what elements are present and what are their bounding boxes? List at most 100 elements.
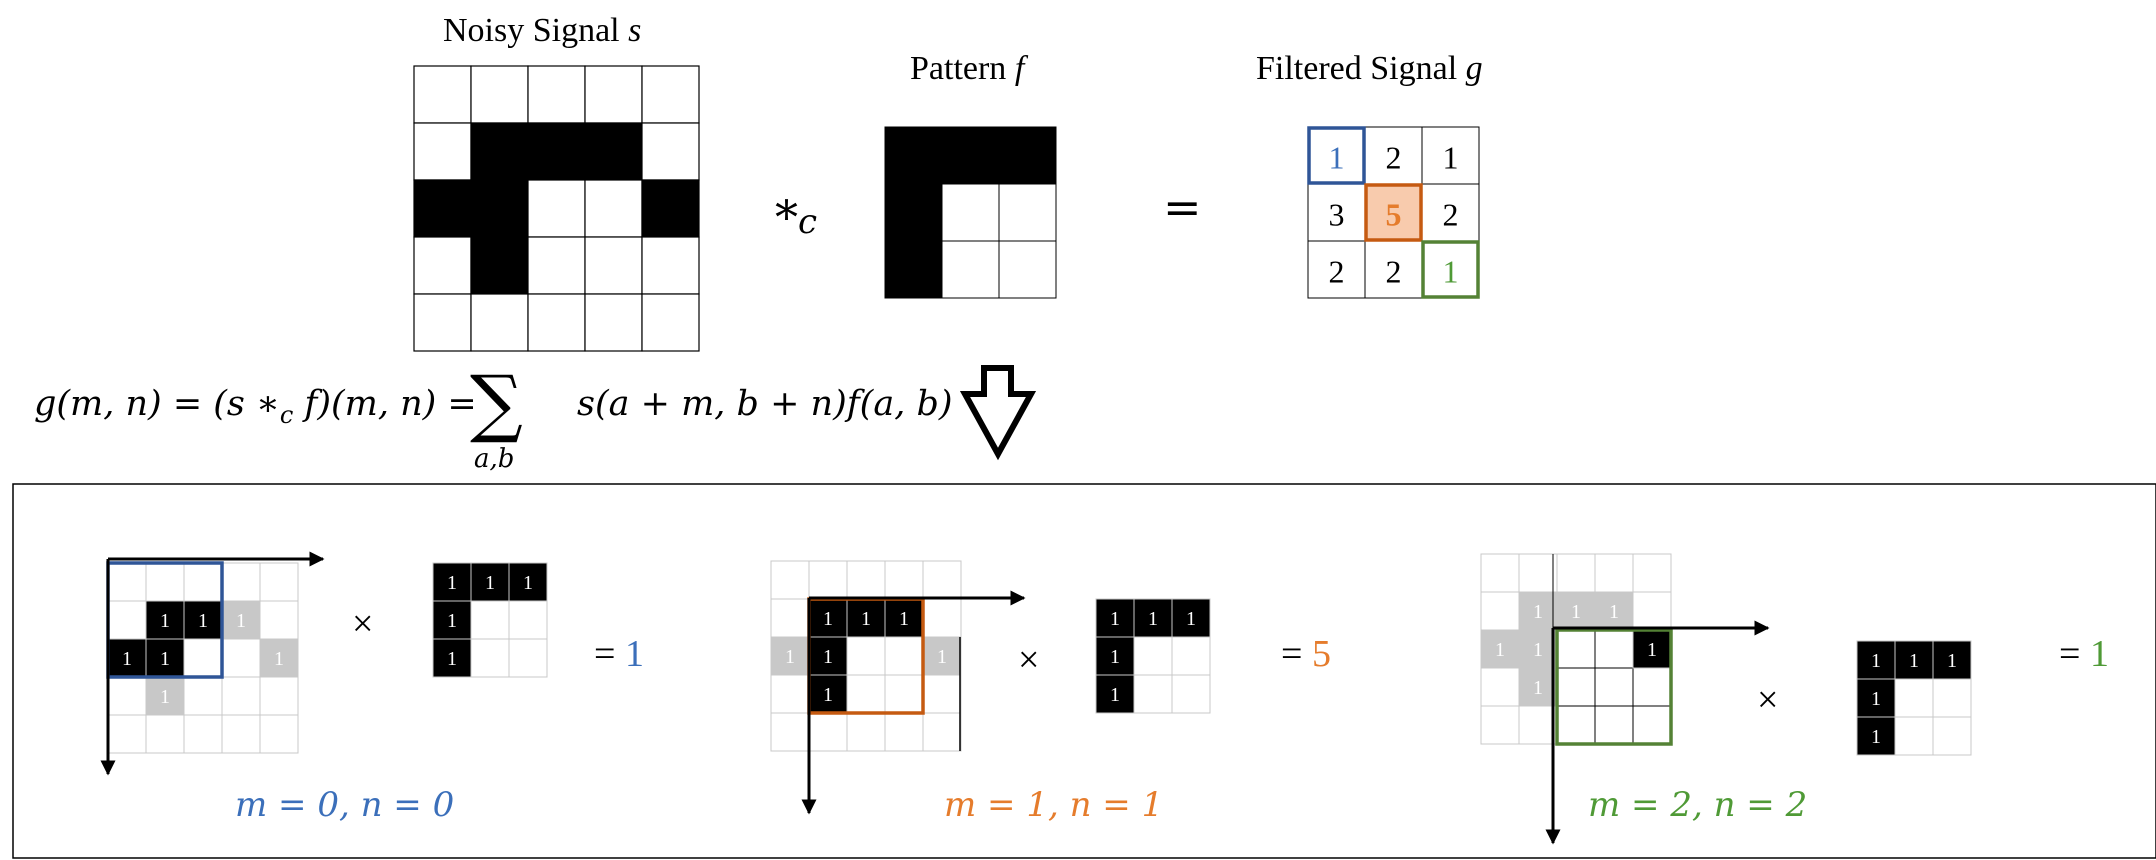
- cell-value: 1: [1148, 608, 1158, 630]
- sum-symbol: ∑: [470, 360, 523, 446]
- cell-value: 1: [274, 648, 284, 670]
- grid-cell: [259, 676, 299, 716]
- signal-cell: [221, 600, 261, 640]
- noisy-cell: [527, 236, 586, 295]
- grid-cell: [770, 712, 810, 752]
- window-cell: [1594, 629, 1634, 669]
- grid-cell: [846, 712, 886, 752]
- filtered-value: 1: [1443, 140, 1459, 176]
- noisy-signal-grid: [413, 65, 700, 352]
- pattern-cell: [1095, 598, 1135, 638]
- signal-cell: [884, 598, 924, 638]
- cell-value: 1: [1533, 639, 1543, 661]
- noisy-cell: [641, 122, 700, 181]
- grid-cell: [183, 676, 223, 716]
- convolution-operator: *c: [775, 190, 818, 244]
- noisy-cell: [641, 236, 700, 295]
- grid-cell: [1480, 591, 1520, 631]
- grid-cell: [221, 562, 261, 602]
- grid-cell: [107, 714, 147, 754]
- noisy-cell: [470, 236, 529, 295]
- cell-value: 1: [447, 572, 457, 594]
- pattern-cell: [941, 126, 1000, 185]
- grid-cell: [107, 600, 147, 640]
- window-highlight-orange: [1364, 183, 1423, 242]
- cell-value: 1: [1947, 650, 1957, 672]
- filtered-value: 2: [1329, 254, 1345, 290]
- window-cell: [1556, 667, 1596, 707]
- pattern-cell: [1171, 674, 1211, 714]
- grid-cell: [846, 560, 886, 600]
- cell-value: 1: [447, 610, 457, 632]
- cell-value: 1: [1495, 639, 1505, 661]
- pattern-cell: [1856, 678, 1896, 718]
- pattern-title: Pattern f: [910, 50, 1025, 87]
- examples-panel: [12, 483, 2156, 859]
- noisy-cell: [413, 179, 472, 238]
- result-value-1: 1: [624, 633, 644, 675]
- cell-value: 1: [160, 610, 170, 632]
- cell-value: 1: [1110, 684, 1120, 706]
- grid-cell: [259, 714, 299, 754]
- signal-cell: [1632, 629, 1672, 669]
- pattern-cell: [1894, 678, 1934, 718]
- result-value-2: 5: [1311, 633, 1331, 675]
- result-example-1: = 1: [594, 633, 644, 675]
- grid-cell: [808, 560, 848, 600]
- pattern-grid: [884, 126, 1057, 299]
- pattern-cell: [1856, 716, 1896, 756]
- convolution-formula: g(m, n) = (s ∗c f)(m, n) = s(a + m, b + …: [34, 384, 953, 429]
- noisy-cell: [413, 122, 472, 181]
- grid-cell: [183, 714, 223, 754]
- noisy-cell: [584, 236, 643, 295]
- equals-sign: =: [1163, 180, 1202, 234]
- grid-cell: [221, 638, 261, 678]
- cell-value: 1: [485, 572, 495, 594]
- window-cell: [1594, 667, 1634, 707]
- pattern-cell: [1133, 598, 1173, 638]
- filtered-signal-title: Filtered Signal g: [1256, 50, 1483, 87]
- grid-cell: [1480, 705, 1520, 745]
- filtered-value: 5: [1386, 197, 1402, 233]
- result-example-3: = 1: [2059, 633, 2109, 675]
- grid-cell: [259, 600, 299, 640]
- filtered-value: 2: [1386, 140, 1402, 176]
- grid-cell: [259, 562, 299, 602]
- pattern-cell: [470, 638, 510, 678]
- noisy-cell: [527, 65, 586, 124]
- grid-cell: [922, 560, 962, 600]
- pattern-cell: [1932, 678, 1972, 718]
- grid-cell: [1480, 553, 1520, 593]
- signal-cell: [846, 598, 886, 638]
- noisy-cell: [584, 122, 643, 181]
- pattern-cell: [1133, 674, 1173, 714]
- cell-value: 1: [236, 610, 246, 632]
- window-box-green: [1555, 628, 1673, 746]
- pattern-cell: [884, 240, 943, 299]
- signal-cell: [1556, 591, 1596, 631]
- grid-cell: [884, 674, 924, 714]
- pattern-cell: [998, 126, 1057, 185]
- noisy-cell: [413, 65, 472, 124]
- grid-cell: [1518, 705, 1558, 745]
- cell-value: 1: [447, 648, 457, 670]
- noisy-cell: [584, 293, 643, 352]
- grid-cell: [221, 676, 261, 716]
- signal-cell: [259, 638, 299, 678]
- grid-cell: [221, 714, 261, 754]
- grid-cell: [145, 562, 185, 602]
- pattern-cell: [998, 183, 1057, 242]
- noisy-cell: [641, 65, 700, 124]
- pattern-cell: [1894, 716, 1934, 756]
- filtered-value: 3: [1329, 197, 1345, 233]
- pattern-cell: [508, 562, 548, 602]
- grid-cell: [1632, 553, 1672, 593]
- cell-value: 1: [198, 610, 208, 632]
- cell-value: 1: [899, 608, 909, 630]
- pattern-cell: [941, 183, 1000, 242]
- noisy-cell: [413, 236, 472, 295]
- pattern-cell: [508, 638, 548, 678]
- times-sign-3: ×: [1757, 679, 1779, 721]
